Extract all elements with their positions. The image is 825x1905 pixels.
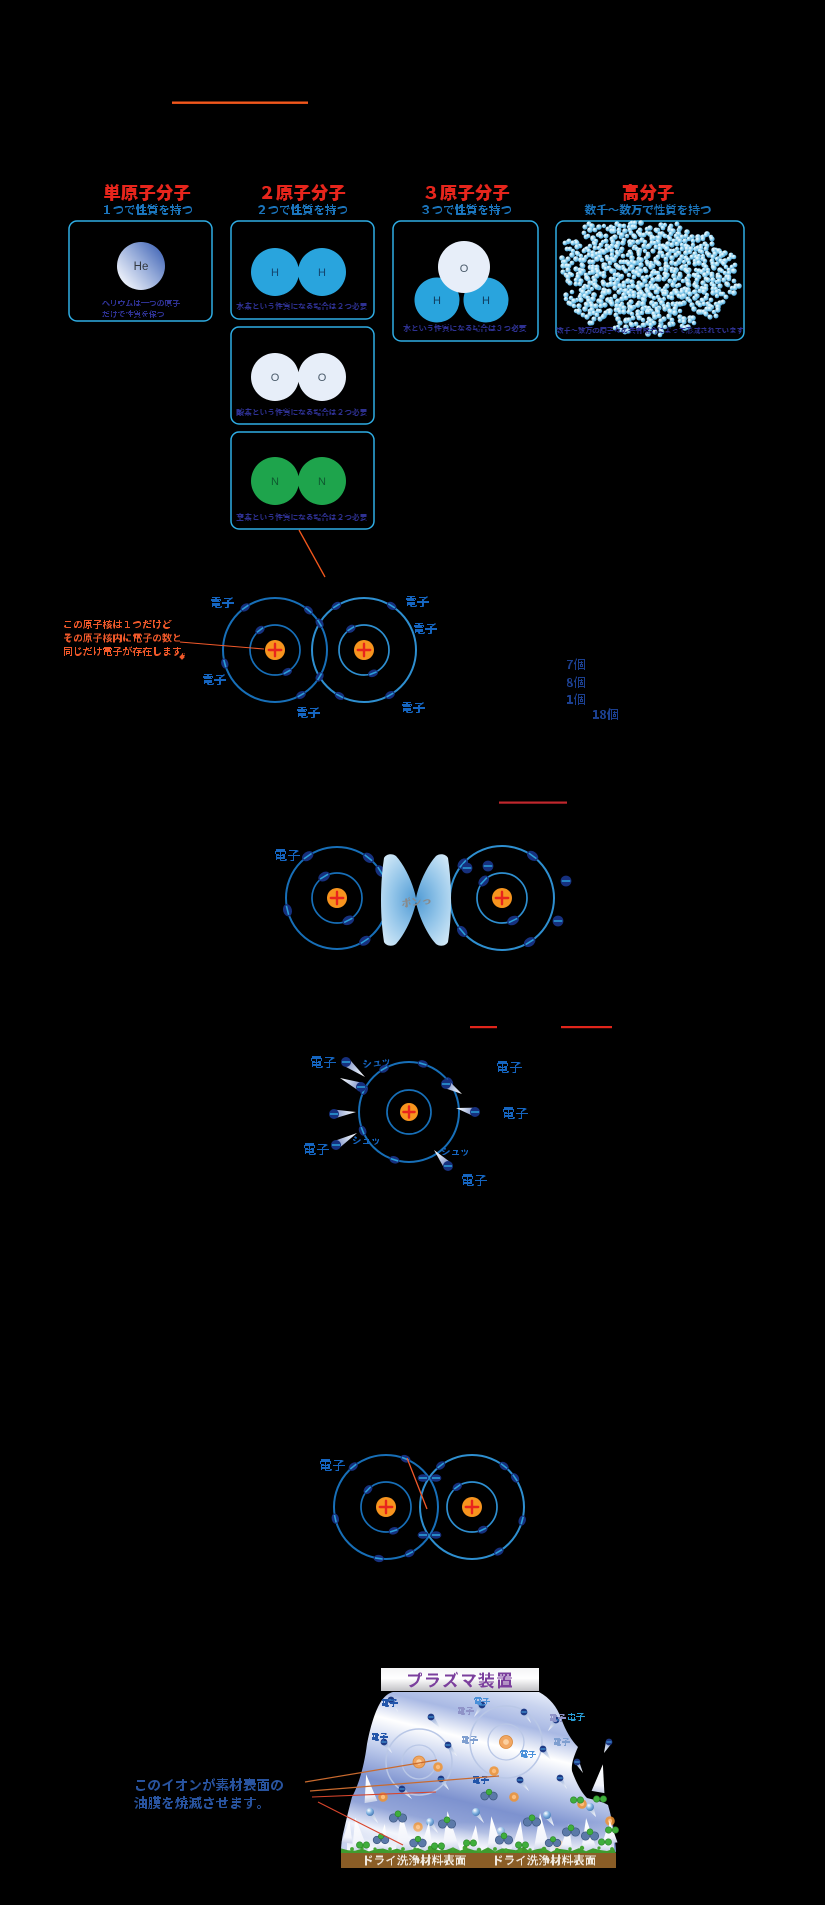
svg-text:N: N	[271, 476, 279, 488]
svg-text:O: O	[271, 372, 280, 384]
svg-text:N: N	[318, 476, 326, 488]
svg-text:H: H	[482, 295, 490, 307]
svg-text:H: H	[433, 295, 441, 307]
svg-text:He: He	[134, 261, 149, 273]
svg-text:O: O	[460, 263, 469, 275]
svg-text:O: O	[318, 372, 327, 384]
svg-text:H: H	[318, 267, 326, 279]
svg-text:H: H	[271, 267, 279, 279]
